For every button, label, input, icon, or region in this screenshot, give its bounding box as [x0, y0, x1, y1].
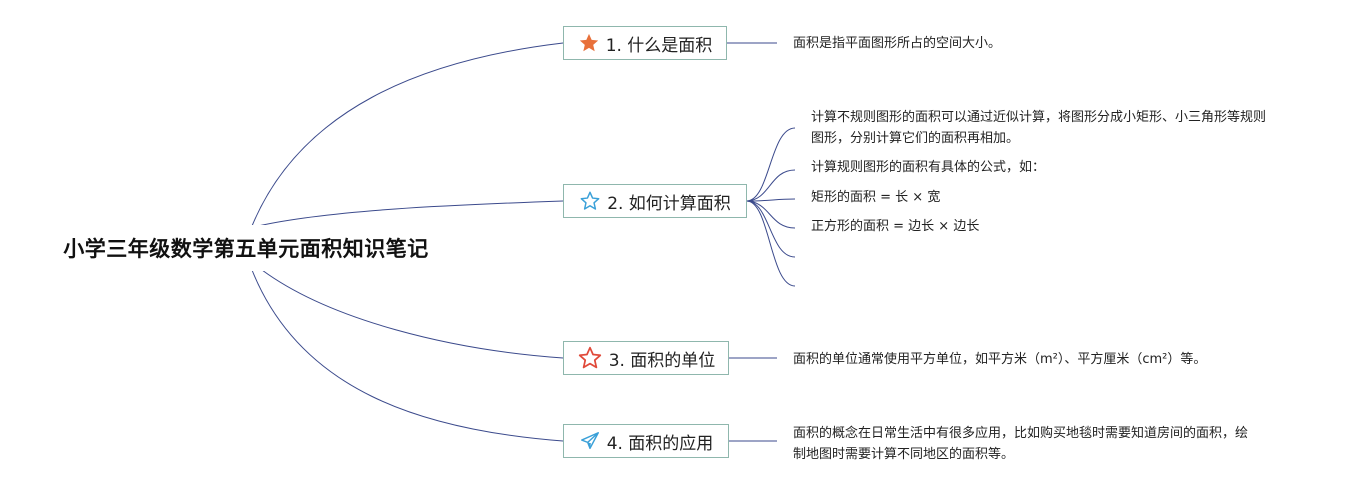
note-regular-shapes: 计算规则图形的面积有具体的公式，如：: [811, 160, 1046, 175]
branch-label: 4. 面积的应用: [606, 433, 714, 454]
paper-plane-icon: [579, 430, 601, 452]
note-units: 面积的单位通常使用平方单位，如平方米（m²）、平方厘米（cm²）等。: [793, 352, 1207, 367]
connector-branch-2-note-5: [746, 200, 796, 258]
connector-branch-2-note-1: [746, 127, 796, 202]
connector-root-branch-1: [251, 42, 564, 227]
note-line: 制地图时需要计算不同地区的面积等。: [793, 447, 1015, 462]
note-line: 计算不规则图形的面积可以通过近似计算，将图形分成小矩形、小三角形等规则: [811, 110, 1267, 125]
root-topic[interactable]: 小学三年级数学第五单元面积知识笔记: [28, 226, 464, 270]
connector-root-branch-2: [257, 200, 564, 227]
branch-label: 2. 如何计算面积: [607, 193, 731, 214]
connector-branch-2-note-6: [746, 200, 796, 287]
branch-label: 3. 面积的单位: [608, 350, 716, 371]
star-filled-orange-icon: [578, 32, 600, 54]
star-outline-red-icon: [577, 345, 603, 371]
connector-branch-2-note-2: [746, 169, 796, 202]
star-outline-blue-icon: [579, 190, 601, 212]
note-irregular-shapes: 计算不规则图形的面积可以通过近似计算，将图形分成小矩形、小三角形等规则 图形，分…: [811, 107, 1266, 149]
note-line: 图形，分别计算它们的面积再相加。: [811, 131, 1020, 146]
connector-branch-2-note-4: [746, 200, 796, 229]
connector-root-branch-4: [251, 269, 564, 442]
connector-root-branch-3: [261, 269, 564, 359]
note-line: 面积的概念在日常生活中有很多应用，比如购买地毯时需要知道房间的面积，绘: [793, 426, 1249, 441]
note-applications: 面积的概念在日常生活中有很多应用，比如购买地毯时需要知道房间的面积，绘 制地图时…: [793, 423, 1248, 465]
note-rectangle-formula: 矩形的面积 = 长 × 宽: [811, 190, 941, 205]
branch-applications-of-area[interactable]: 4. 面积的应用: [563, 424, 729, 458]
root-title: 小学三年级数学第五单元面积知识笔记: [63, 237, 429, 261]
branch-label: 1. 什么是面积: [605, 35, 713, 56]
branch-how-to-calculate[interactable]: 2. 如何计算面积: [563, 184, 747, 218]
branch-what-is-area[interactable]: 1. 什么是面积: [563, 26, 727, 60]
note-definition: 面积是指平面图形所占的空间大小。: [793, 36, 1002, 51]
connector-branch-2-note-3: [746, 198, 796, 202]
note-square-formula: 正方形的面积 = 边长 × 边长: [811, 219, 980, 234]
branch-units-of-area[interactable]: 3. 面积的单位: [563, 341, 729, 375]
